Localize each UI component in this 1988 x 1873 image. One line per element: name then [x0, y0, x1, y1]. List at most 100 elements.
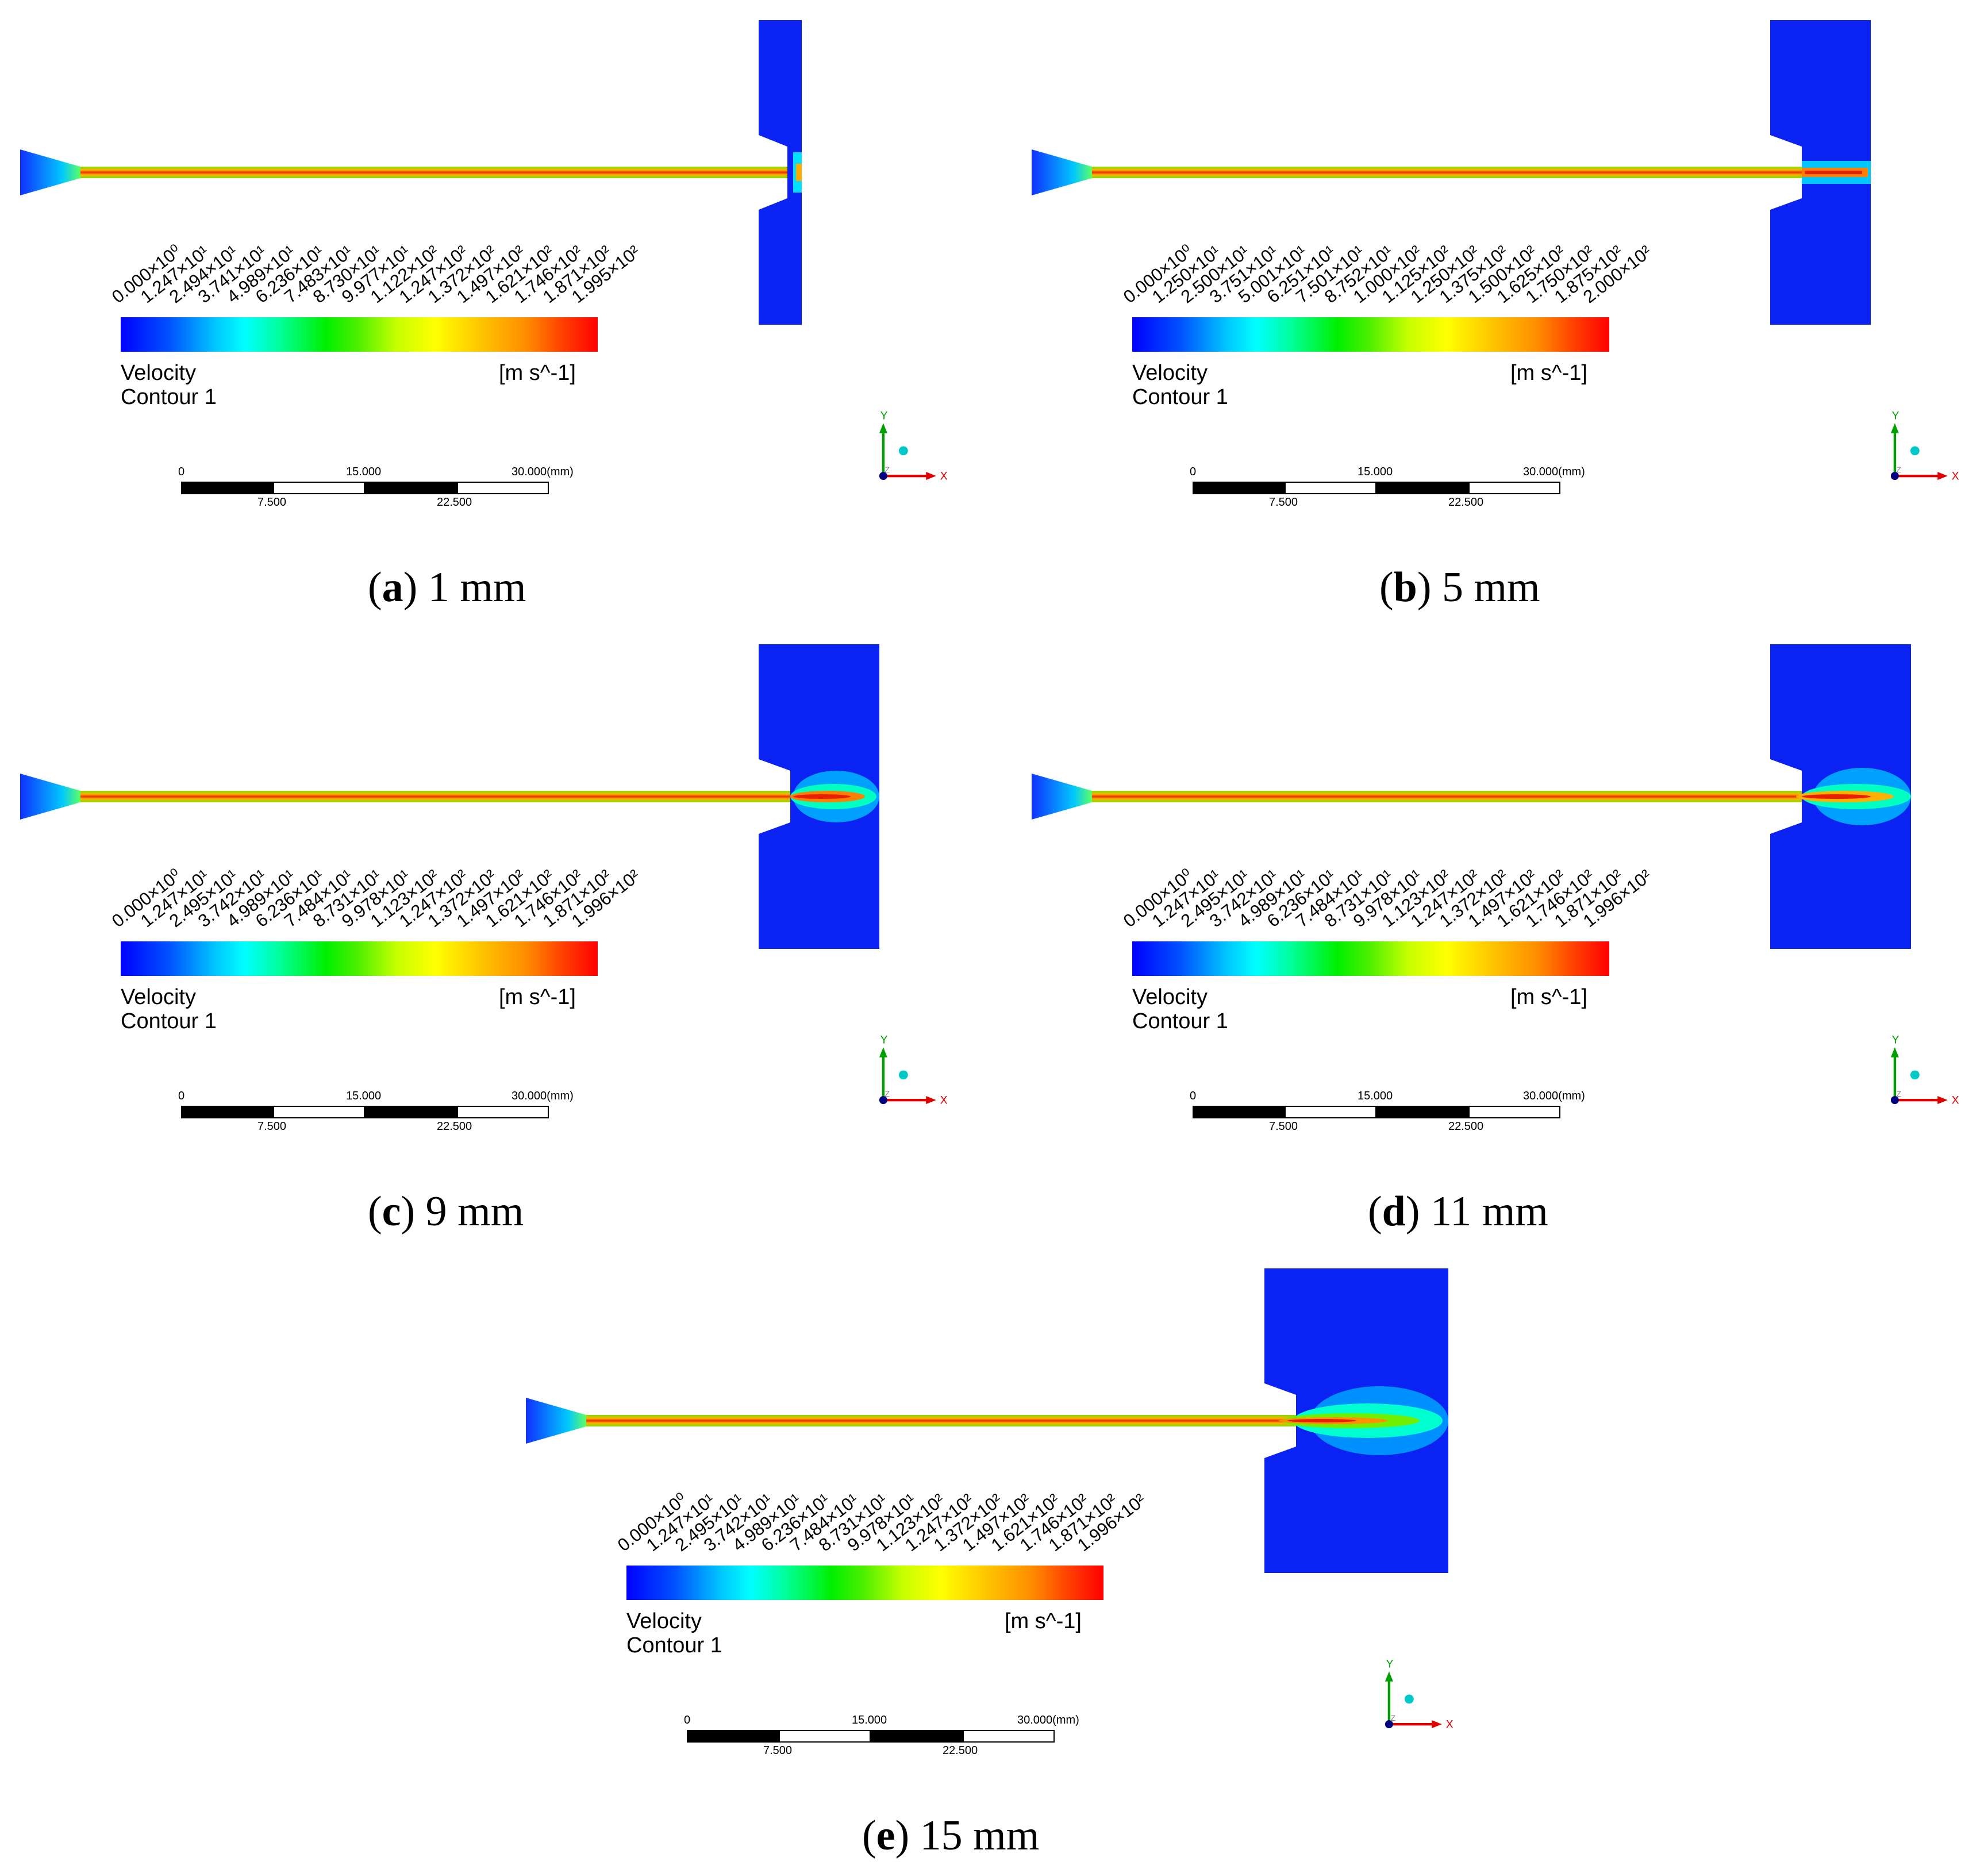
impingement-plate	[1770, 644, 1911, 949]
axis-triad: Y X Z	[879, 410, 948, 482]
legend-variable-name: Velocity Contour 1	[1132, 361, 1228, 409]
legend-colorbar	[1132, 941, 1609, 976]
legend-tick-labels: 0.000×10⁰ 1.247×10¹ 2.495×10¹ 3.742×10¹ …	[1120, 851, 1655, 932]
scale-label-0: 0	[178, 466, 185, 478]
nozzle-inlet	[1032, 149, 1092, 195]
legend-colorbar	[626, 1566, 1103, 1600]
panel-e: 0.000×10⁰ 1.247×10¹ 2.495×10¹ 3.742×10¹ …	[506, 1248, 1499, 1872]
impingement-plate	[759, 20, 802, 325]
scale-segment	[1193, 1106, 1285, 1118]
scale-segment	[779, 1730, 871, 1743]
legend-variable-name: Velocity Contour 1	[121, 361, 217, 409]
scale-label-22-5: 22.500	[437, 1120, 472, 1133]
axis-x-label: X	[1952, 1094, 1959, 1106]
axis-y-label: Y	[1386, 1658, 1394, 1670]
panel-letter: e	[876, 1812, 895, 1859]
caption-text: 15 mm	[920, 1812, 1040, 1859]
axis-triad: Y X Z	[1890, 1034, 1959, 1106]
scale-label-7-5: 7.500	[257, 1120, 287, 1133]
panel-caption: (b) 5 mm	[1379, 564, 1540, 611]
legend-tick-labels: 0.000×10⁰ 1.247×10¹ 2.495×10¹ 3.742×10¹ …	[108, 851, 644, 932]
legend-variable: Velocity	[1132, 985, 1208, 1009]
scale-segment	[1468, 482, 1560, 494]
scale-label-22-5: 22.500	[943, 1744, 978, 1757]
axis-x-label: X	[1952, 470, 1959, 482]
scale-segment	[457, 1106, 549, 1118]
legend-unit: [m s^-1]	[1510, 361, 1587, 385]
impingement-plate	[1770, 20, 1871, 325]
panel-a: 0.000×10⁰ 1.247×10¹ 2.494×10¹ 3.741×10¹ …	[0, 0, 994, 624]
caption-text: 5 mm	[1441, 564, 1540, 611]
scale-segment	[1468, 1106, 1560, 1118]
nozzle-inlet	[1032, 774, 1092, 820]
scale-segment	[457, 482, 549, 494]
scale-segment	[1193, 482, 1285, 494]
scale-label-30: 30.000(mm)	[1523, 466, 1585, 478]
scale-label-22-5: 22.500	[437, 496, 472, 509]
axis-y-label: Y	[1892, 1034, 1899, 1046]
impingement-plate	[759, 644, 879, 949]
panel-letter: b	[1393, 564, 1417, 611]
caption-text: 1 mm	[428, 564, 526, 611]
scale-label-22-5: 22.500	[1448, 1120, 1484, 1133]
scale-bar: 0 15.000 30.000(mm) 7.500 22.500	[1190, 1089, 1585, 1157]
legend-tick-labels: 0.000×10⁰ 1.250×10¹ 2.500×10¹ 3.751×10¹ …	[1120, 227, 1655, 307]
legend-unit: [m s^-1]	[1005, 1609, 1082, 1633]
scale-segment	[687, 1730, 779, 1743]
scale-label-7-5: 7.500	[1269, 496, 1298, 509]
axis-y-label: Y	[880, 410, 888, 422]
scale-label-30: 30.000(mm)	[512, 1090, 574, 1102]
axis-z-label: Z	[885, 1089, 890, 1098]
legend-contour-name: Contour 1	[626, 1633, 722, 1657]
scale-bar: 0 15.000 30.000(mm) 7.500 22.500	[178, 1089, 574, 1157]
scale-segment	[871, 1730, 963, 1743]
panel-caption: (d) 11 mm	[1368, 1188, 1548, 1235]
legend-colorbar	[121, 941, 598, 976]
legend-colorbar	[121, 317, 598, 352]
legend-variable: Velocity	[121, 361, 196, 385]
nozzle-inlet	[20, 149, 80, 195]
scale-segment	[1285, 482, 1376, 494]
scale-label-15: 15.000	[1358, 466, 1393, 478]
jet-stream	[1092, 167, 1839, 178]
legend-unit: [m s^-1]	[499, 361, 576, 385]
panel-c: 0.000×10⁰ 1.247×10¹ 2.495×10¹ 3.742×10¹ …	[0, 624, 994, 1248]
scale-label-0: 0	[178, 1090, 185, 1102]
caption-text: 9 mm	[425, 1188, 524, 1235]
axis-z-label: Z	[885, 465, 890, 474]
scale-segment	[365, 482, 457, 494]
legend-tick-labels: 0.000×10⁰ 1.247×10¹ 2.495×10¹ 3.742×10¹ …	[614, 1475, 1149, 1556]
caption-text: 11 mm	[1430, 1188, 1548, 1235]
scale-label-30: 30.000(mm)	[1523, 1090, 1585, 1102]
legend-variable-name: Velocity Contour 1	[1132, 985, 1228, 1033]
axis-y-label: Y	[880, 1034, 888, 1046]
jet-stream	[586, 1415, 1333, 1426]
panel-caption: (c) 9 mm	[368, 1188, 524, 1235]
scale-segment	[1376, 482, 1468, 494]
scale-label-0: 0	[1190, 1090, 1197, 1102]
scale-segment	[1285, 1106, 1376, 1118]
jet-stream	[80, 791, 828, 802]
axis-z-label: Z	[1391, 1713, 1396, 1722]
scale-label-0: 0	[1190, 466, 1197, 478]
scale-segment	[181, 482, 273, 494]
scale-segment	[1376, 1106, 1468, 1118]
scale-bar: 0 15.000 30.000(mm) 7.500 22.500	[1190, 464, 1585, 533]
panel-letter: a	[382, 564, 403, 611]
legend-contour-name: Contour 1	[121, 1009, 217, 1033]
panel-caption: (a) 1 mm	[368, 564, 526, 611]
legend-variable: Velocity	[1132, 361, 1208, 385]
scale-segment	[181, 1106, 273, 1118]
scale-bar: 0 15.000 30.000(mm) 7.500 22.500	[178, 464, 574, 533]
axis-triad: Y X Z	[879, 1034, 948, 1106]
scale-segment	[963, 1730, 1055, 1743]
legend-unit: [m s^-1]	[1510, 985, 1587, 1009]
legend-variable: Velocity	[121, 985, 196, 1009]
scale-label-15: 15.000	[1358, 1090, 1393, 1102]
jet-stream	[1092, 791, 1839, 802]
scale-label-15: 15.000	[852, 1714, 887, 1726]
panel-letter: c	[382, 1188, 401, 1235]
impingement-plate	[1264, 1268, 1448, 1573]
scale-label-15: 15.000	[346, 1090, 382, 1102]
legend-variable-name: Velocity Contour 1	[626, 1609, 722, 1657]
